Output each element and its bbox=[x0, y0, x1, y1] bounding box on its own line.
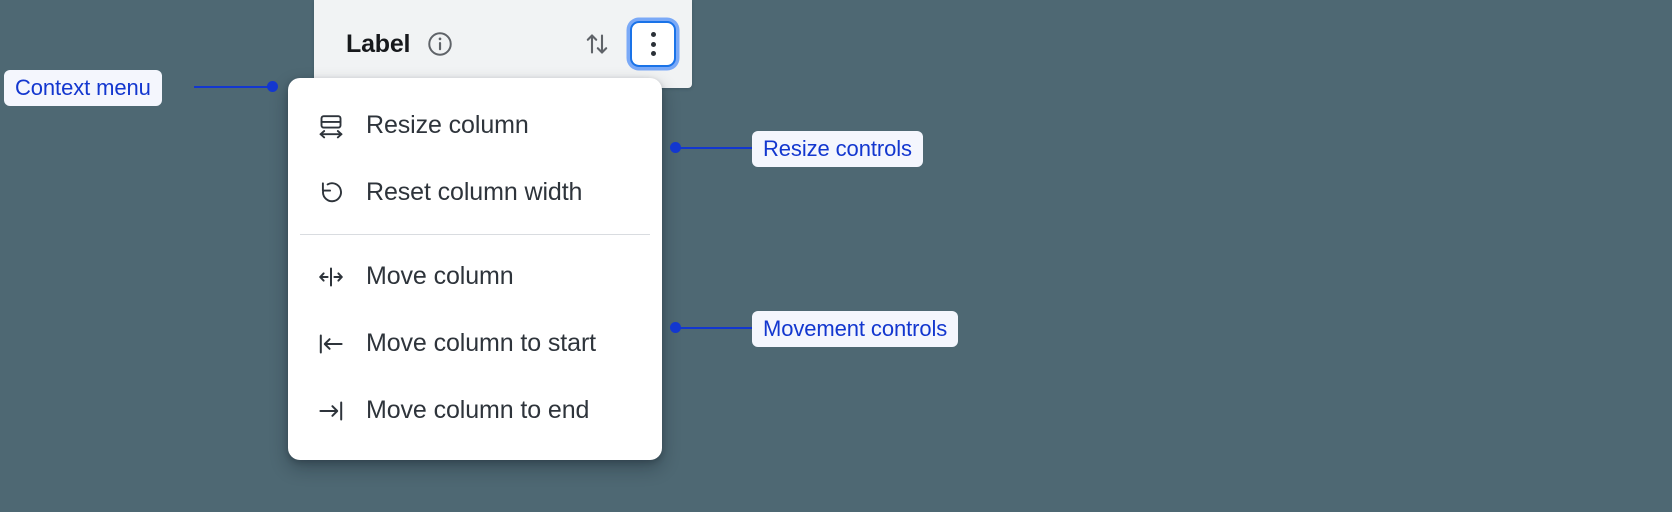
menu-item-reset-column-width[interactable]: Reset column width bbox=[288, 159, 662, 226]
menu-divider bbox=[300, 234, 650, 235]
move-column-icon bbox=[316, 262, 346, 292]
resize-column-icon bbox=[316, 111, 346, 141]
menu-item-label: Reset column width bbox=[366, 178, 583, 206]
annotation-leader-line bbox=[194, 86, 272, 88]
kebab-dot bbox=[650, 32, 656, 37]
menu-item-move-column-to-end[interactable]: Move column to end bbox=[288, 377, 662, 444]
annotation-anchor-dot bbox=[670, 142, 681, 153]
column-header-panel: Label bbox=[314, 0, 692, 88]
move-to-end-icon bbox=[316, 396, 346, 426]
page-title: Label bbox=[346, 29, 411, 58]
annotation-leader-line bbox=[675, 147, 755, 149]
menu-item-label: Move column to end bbox=[366, 396, 590, 424]
annotation-label-context-menu: Context menu bbox=[4, 70, 162, 106]
sort-up-down-icon[interactable] bbox=[580, 27, 614, 61]
menu-item-resize-column[interactable]: Resize column bbox=[288, 92, 662, 159]
annotation-leader-line bbox=[675, 327, 755, 329]
column-context-menu: Resize column Reset column width bbox=[288, 78, 662, 460]
reset-width-icon bbox=[316, 178, 346, 208]
menu-item-label: Move column to start bbox=[366, 329, 597, 357]
menu-item-move-column-to-start[interactable]: Move column to start bbox=[288, 310, 662, 377]
menu-item-label: Resize column bbox=[366, 111, 529, 139]
menu-item-move-column[interactable]: Move column bbox=[288, 243, 662, 310]
kebab-dot bbox=[650, 41, 656, 47]
move-to-start-icon bbox=[316, 329, 346, 359]
menu-item-label: Move column bbox=[366, 262, 514, 290]
annotation-anchor-dot bbox=[267, 81, 278, 92]
annotation-label-resize-controls: Resize controls bbox=[752, 131, 923, 167]
annotation-anchor-dot bbox=[670, 322, 681, 333]
annotation-label-movement-controls: Movement controls bbox=[752, 311, 959, 347]
info-circle-icon[interactable] bbox=[426, 30, 454, 58]
kebab-dot bbox=[650, 51, 656, 56]
column-menu-button[interactable] bbox=[630, 21, 676, 67]
